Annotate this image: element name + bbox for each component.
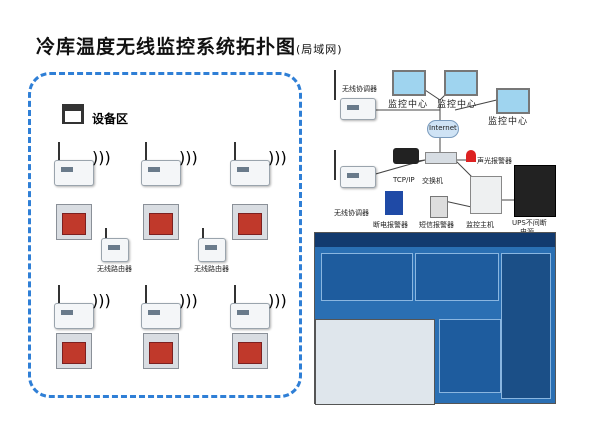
wireless-signal-icon: ))) [92,291,111,310]
wireless-signal-icon: ))) [92,148,111,167]
device-zone [28,72,302,398]
switch-icon [425,152,457,164]
device-zone-label: 设备区 [92,112,129,126]
diagram-title: 冷库温度无线监控系统拓扑图(局域网) [36,36,343,58]
monitor-pc-icon [444,70,478,96]
tcpip-converter-icon [393,148,419,164]
monitoring-software-screenshot [314,232,556,405]
wireless-signal-icon: ))) [179,148,198,167]
monitoring-host-icon [470,176,502,214]
monitor-pc-icon [496,88,530,114]
alarm-light-icon [466,150,476,162]
wireless-signal-icon: ))) [268,291,287,310]
wireless-signal-icon: ))) [179,291,198,310]
power-alarm-icon [385,191,403,215]
monitor-pc-icon [392,70,426,96]
sms-alarm-icon [430,196,448,218]
ups-icon [514,165,556,217]
warehouse-icon [62,104,84,124]
internet-cloud-icon [427,120,459,138]
wireless-signal-icon: ))) [268,148,287,167]
